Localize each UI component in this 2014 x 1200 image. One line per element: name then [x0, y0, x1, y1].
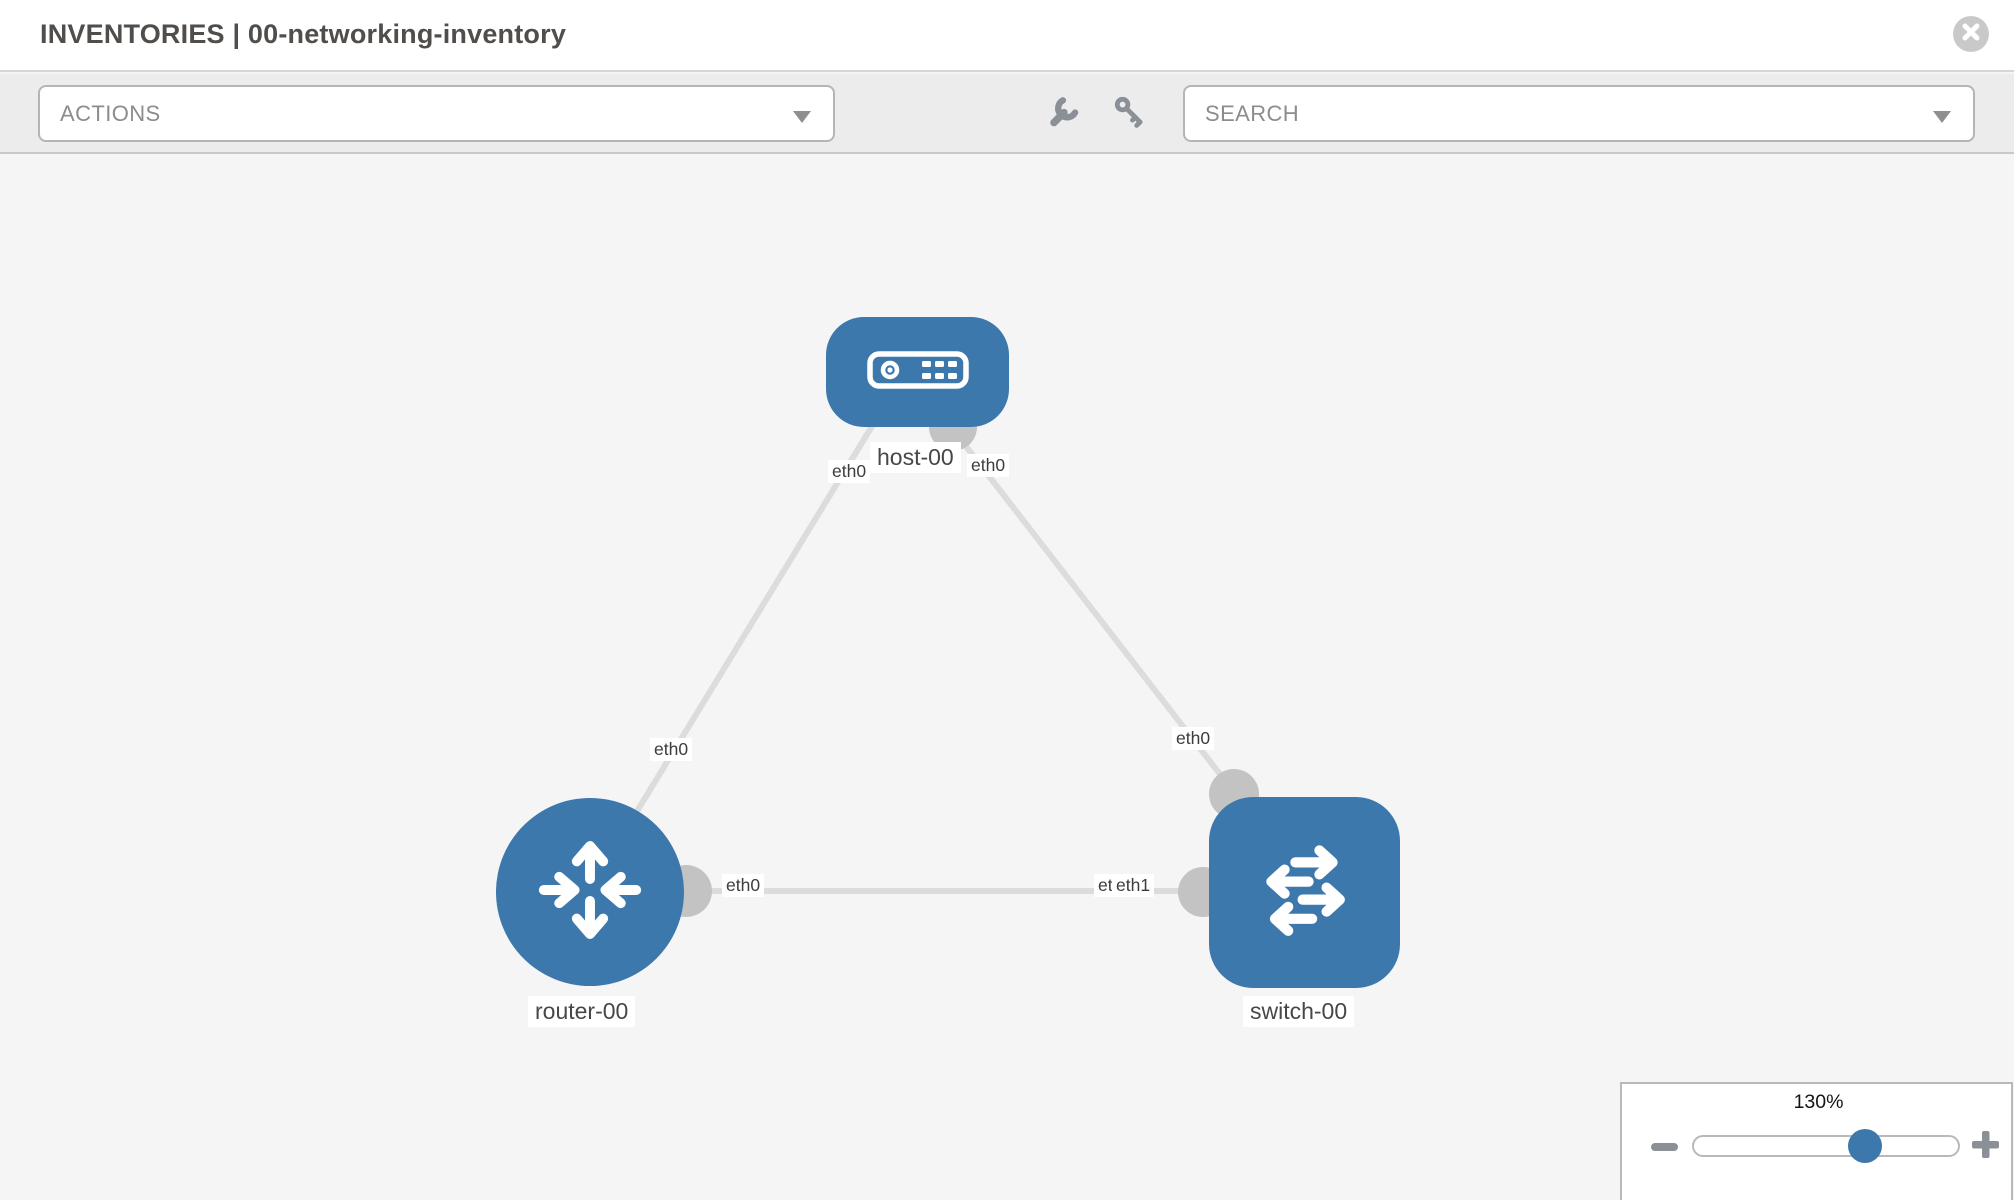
search-dropdown-label: SEARCH	[1205, 100, 1300, 126]
zoom-in-button[interactable]	[1972, 1131, 1999, 1163]
interface-label-host-left: eth0	[828, 460, 871, 483]
interface-label-router-right: eth0	[722, 874, 765, 897]
chevron-down-icon	[1933, 111, 1951, 123]
zoom-value: 130%	[1793, 1091, 1844, 1113]
router-arrows-icon	[535, 835, 645, 950]
toolbar: ACTIONS SEARCH	[0, 74, 2014, 154]
actions-dropdown-label: ACTIONS	[60, 100, 161, 126]
interface-label-switch-left: eth1	[1112, 874, 1155, 897]
zoom-panel: 130%	[1620, 1082, 2013, 1200]
node-host-00[interactable]	[826, 317, 1009, 427]
configure-button[interactable]	[1042, 92, 1086, 136]
interface-label-switch-top: eth0	[1172, 727, 1215, 750]
zoom-slider-track[interactable]	[1692, 1135, 1960, 1157]
minus-icon	[1651, 1138, 1678, 1155]
close-button[interactable]	[1953, 16, 1989, 52]
wrench-icon	[1046, 94, 1082, 135]
plus-icon	[1972, 1131, 1999, 1162]
node-label-router: router-00	[528, 996, 636, 1027]
page-header: INVENTORIES | 00-networking-inventory	[0, 0, 2014, 72]
node-switch-00[interactable]	[1209, 797, 1400, 988]
search-dropdown[interactable]: SEARCH	[1183, 85, 1975, 142]
key-icon	[1112, 94, 1148, 135]
node-label-switch: switch-00	[1243, 996, 1355, 1027]
page-title: INVENTORIES | 00-networking-inventory	[40, 19, 567, 49]
node-label-host: host-00	[870, 442, 961, 473]
switch-arrows-icon	[1245, 830, 1365, 955]
server-icon	[866, 350, 970, 395]
chevron-down-icon	[793, 111, 811, 123]
credentials-button[interactable]	[1108, 92, 1152, 136]
zoom-slider-thumb[interactable]	[1848, 1129, 1882, 1163]
node-router-00[interactable]	[496, 798, 684, 986]
actions-dropdown[interactable]: ACTIONS	[38, 85, 835, 142]
close-icon	[1961, 22, 1981, 47]
interface-label-host-right: eth0	[967, 454, 1010, 477]
topology-canvas[interactable]	[0, 156, 2014, 1200]
interface-label-router-top: eth0	[650, 738, 693, 761]
zoom-out-button[interactable]	[1651, 1138, 1678, 1156]
link-host-router	[592, 403, 888, 882]
